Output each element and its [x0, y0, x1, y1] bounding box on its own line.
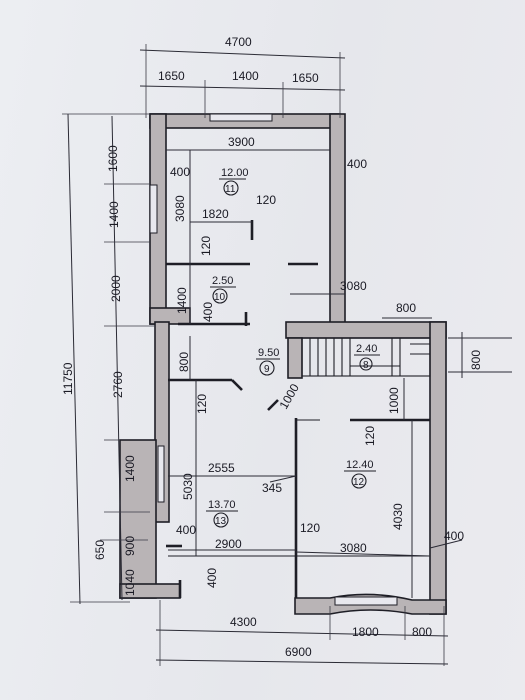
window-south [334, 596, 398, 606]
dim-120-e: 120 [300, 521, 320, 535]
dim-bottom-total: 6900 [285, 645, 312, 659]
inner-dimensions: 3900 400 400 3080 1820 120 120 1400 400 … [166, 135, 512, 598]
dim-400-e: 400 [176, 523, 196, 537]
room-number-circle [351, 473, 367, 489]
dim-400-b: 400 [347, 157, 367, 171]
left-dimensions: 11750 1600 1400 2000 2760 1400 650 900 1… [61, 113, 155, 605]
room-number-circle [212, 288, 228, 304]
room-12: 12.40 12 [344, 459, 376, 489]
dim-line-chain [111, 115, 123, 601]
room-number: 11 [225, 184, 236, 195]
room-area: 2.50 [212, 275, 233, 287]
dim-2555: 2555 [208, 461, 235, 475]
room-13: 13.70 13 [206, 499, 238, 528]
room-number-circle [223, 180, 239, 196]
dim-left-1040: 1040 [123, 569, 137, 596]
door-jamb [267, 399, 279, 411]
dim-line-overall [67, 113, 81, 605]
room-number: 9 [264, 364, 270, 375]
room-area: 12.40 [346, 459, 374, 471]
room-number: 12 [353, 477, 365, 488]
dim-top-right: 1650 [292, 71, 319, 85]
dim-3080-c: 3080 [340, 541, 367, 555]
dim-400-a: 400 [170, 165, 190, 179]
dim-left-2760: 2760 [111, 371, 125, 398]
dim-line-total [139, 49, 346, 59]
room-area: 9.50 [258, 347, 279, 359]
top-dimensions: 4700 1650 1400 1650 [139, 35, 346, 118]
dim-120-c: 120 [195, 394, 209, 414]
dim-1820: 1820 [202, 207, 229, 221]
dim-120-b: 120 [199, 236, 213, 256]
room-9: 9.50 9 [256, 347, 280, 376]
room-area: 2.40 [356, 343, 377, 355]
dim-left-650: 650 [93, 540, 107, 560]
room-11: 12.00 11 [219, 167, 249, 196]
dim-1000-b: 1000 [387, 387, 401, 414]
dim-line-bottom-total [155, 659, 449, 665]
dim-2900: 2900 [215, 537, 242, 551]
dim-top-left: 1650 [158, 69, 185, 83]
dim-left-1400b: 1400 [123, 455, 137, 482]
dim-5030: 5030 [181, 473, 195, 500]
room-labels: 12.00 11 2.50 10 9.50 9 2.40 8 12.40 [206, 167, 380, 528]
dim-4030: 4030 [391, 503, 405, 530]
dim-bottom-middle: 1800 [352, 625, 379, 639]
dim-top-total: 4700 [225, 35, 252, 49]
partitions [166, 220, 430, 598]
stair-wall-top [285, 321, 447, 339]
dim-1000-a: 1000 [276, 381, 302, 411]
windows [149, 113, 398, 606]
dim-400-d: 400 [444, 529, 464, 543]
dim-line-segments [139, 85, 346, 91]
room-area: 12.00 [221, 167, 249, 179]
dim-345: 345 [262, 481, 282, 495]
dim-120-a: 120 [256, 193, 276, 207]
stair-wall-left [287, 337, 303, 379]
window-porch [157, 445, 165, 503]
dim-bottom-right: 800 [412, 625, 432, 639]
partition-room13-angle [231, 379, 243, 391]
dim-left-1600: 1600 [106, 145, 120, 172]
dim-left-2000: 2000 [109, 275, 123, 302]
dim-line-3080-c [295, 551, 431, 557]
room-8: 2.40 8 [354, 343, 380, 371]
dim-3900: 3900 [228, 135, 255, 149]
dim-120-d: 120 [363, 426, 377, 446]
dim-3080-a: 3080 [173, 195, 187, 222]
dim-800-b: 800 [396, 301, 416, 315]
stair-outline [301, 337, 431, 377]
window-west [149, 184, 158, 234]
dim-left-1400a: 1400 [107, 201, 121, 228]
room-10: 2.50 10 [210, 275, 236, 304]
east-wall-lower [429, 321, 447, 615]
dim-800: 800 [177, 352, 191, 372]
dim-400-f: 400 [205, 568, 219, 588]
exterior-walls [119, 113, 447, 615]
dim-line-400-d [429, 539, 463, 549]
room-number-circle [359, 357, 373, 371]
dim-bottom-left: 4300 [230, 615, 257, 629]
room-number: 8 [363, 360, 369, 371]
dim-line-345 [269, 475, 297, 483]
room-number: 10 [214, 292, 226, 303]
dim-800-r: 800 [469, 350, 483, 370]
staircase [301, 337, 431, 377]
dim-1400: 1400 [175, 287, 189, 314]
dim-3080-b: 3080 [340, 279, 367, 293]
dim-left-900: 900 [123, 536, 137, 556]
room-number-circle [259, 360, 275, 376]
dim-400-c: 400 [201, 302, 215, 322]
room-number-circle [213, 512, 229, 528]
window-north [209, 113, 273, 122]
dim-top-middle: 1400 [232, 69, 259, 83]
room-area: 13.70 [208, 499, 236, 511]
bottom-dimensions: 4300 1800 800 6900 [155, 600, 449, 666]
dim-overall-height: 11750 [61, 362, 75, 395]
dim-line-bottom-segments [155, 629, 449, 637]
room-number: 13 [215, 516, 227, 527]
